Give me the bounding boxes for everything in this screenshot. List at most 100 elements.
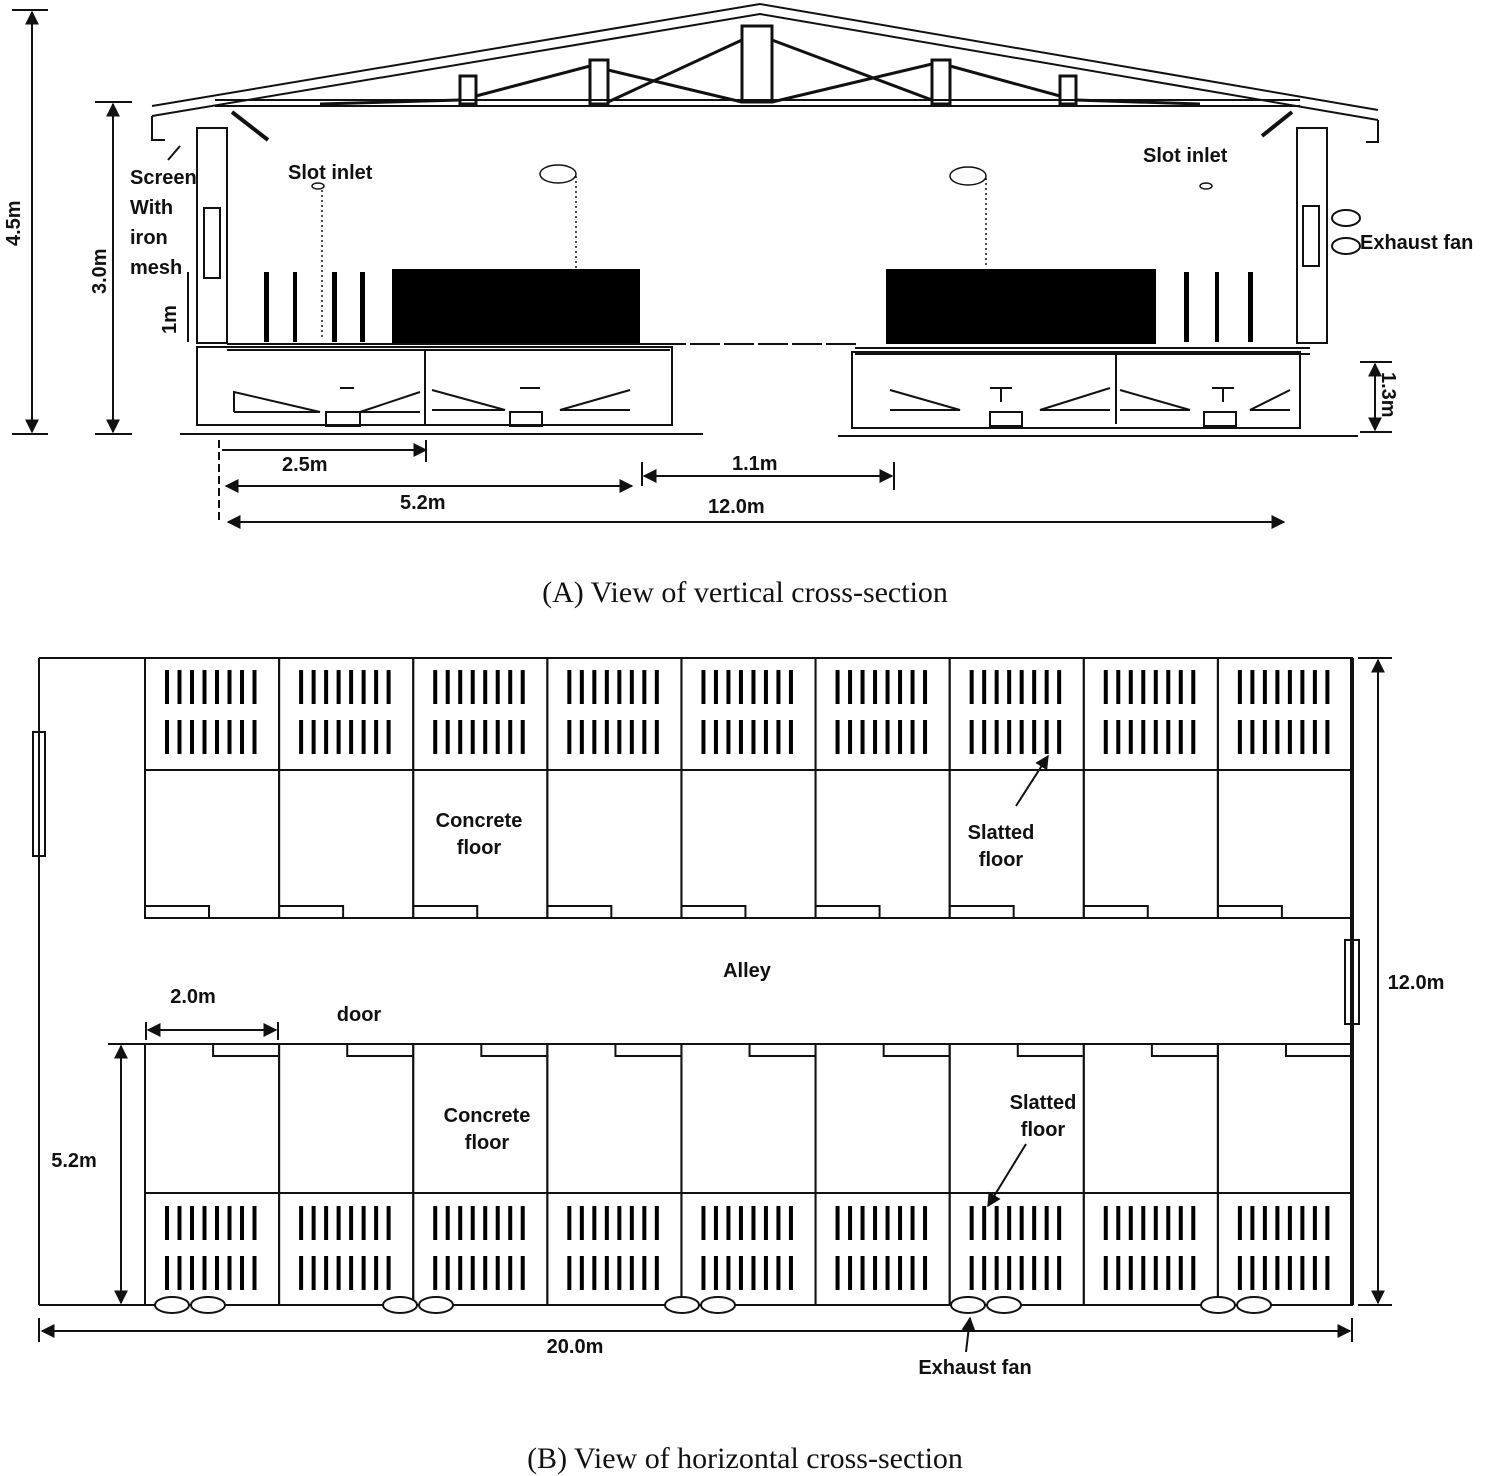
slat xyxy=(1262,670,1267,704)
floor-and-manure-pit xyxy=(180,343,1358,437)
slat xyxy=(1103,720,1108,754)
slat xyxy=(592,1206,597,1240)
slat xyxy=(470,1256,475,1290)
slat xyxy=(848,670,853,704)
slat xyxy=(190,1256,194,1290)
slat xyxy=(1141,720,1146,754)
exhaust-fan-symbol xyxy=(1331,209,1361,255)
slat xyxy=(1287,1256,1292,1290)
slat xyxy=(240,670,244,704)
concrete-floor-top-label-1: Concrete xyxy=(436,810,523,832)
slat xyxy=(873,1256,878,1290)
slat xyxy=(713,720,718,754)
slat xyxy=(738,1206,743,1240)
slat xyxy=(299,720,304,754)
slat xyxy=(1312,670,1317,704)
slat xyxy=(726,720,731,754)
building-outline xyxy=(32,657,1360,1306)
slat xyxy=(642,670,647,704)
slat xyxy=(1325,1206,1330,1240)
slat xyxy=(1178,1206,1183,1240)
slat xyxy=(713,670,718,704)
slat xyxy=(835,1256,840,1290)
slat xyxy=(567,720,572,754)
slat xyxy=(1057,670,1062,704)
slat xyxy=(361,670,366,704)
slat xyxy=(252,720,257,754)
slat xyxy=(642,720,647,754)
slat xyxy=(713,1256,718,1290)
slat xyxy=(240,1206,244,1240)
slat xyxy=(701,1206,706,1240)
pen-bottom xyxy=(546,1043,683,1306)
slat xyxy=(579,720,584,754)
slat xyxy=(982,1206,987,1240)
slat xyxy=(629,1206,634,1240)
pen-outline xyxy=(1216,1043,1354,1306)
slat xyxy=(361,1206,366,1240)
slat xyxy=(617,1206,622,1240)
slat xyxy=(776,670,781,704)
slot-inlet-right-label: Slot inlet xyxy=(1143,145,1228,167)
slat xyxy=(923,720,928,754)
slat xyxy=(1141,670,1146,704)
slat xyxy=(788,1256,793,1290)
slat xyxy=(776,1206,781,1240)
slat xyxy=(654,1256,659,1290)
slat xyxy=(311,1256,316,1290)
slat xyxy=(1325,720,1330,754)
slat xyxy=(1141,1256,1146,1290)
slat xyxy=(1019,1206,1024,1240)
slat xyxy=(1103,1256,1108,1290)
slat xyxy=(495,1206,500,1240)
slat xyxy=(788,670,793,704)
slat xyxy=(1128,720,1133,754)
slat xyxy=(885,1256,890,1290)
slat xyxy=(1275,720,1280,754)
slat xyxy=(520,1206,525,1240)
slat xyxy=(374,670,379,704)
door xyxy=(614,1044,682,1057)
exhaust-fans-row xyxy=(154,1296,1272,1314)
vertical-dimension-lines xyxy=(12,9,1392,529)
slat xyxy=(1275,1206,1280,1240)
slat xyxy=(835,1206,840,1240)
slat xyxy=(1019,720,1024,754)
slat xyxy=(592,670,597,704)
slat xyxy=(1019,670,1024,704)
slat xyxy=(1103,670,1108,704)
slat xyxy=(1178,720,1183,754)
slat xyxy=(433,720,438,754)
pen-bottom xyxy=(948,1043,1085,1306)
slat xyxy=(726,670,731,704)
slat xyxy=(873,720,878,754)
slat xyxy=(1312,1206,1317,1240)
slat xyxy=(1300,1206,1305,1240)
slat xyxy=(215,720,219,754)
door-label: door xyxy=(337,1004,382,1026)
door xyxy=(1150,1044,1218,1057)
slat xyxy=(1312,720,1317,754)
slat xyxy=(1250,670,1255,704)
door xyxy=(1217,905,1283,918)
slat xyxy=(386,1256,391,1290)
slat xyxy=(1300,670,1305,704)
slat xyxy=(374,1256,379,1290)
concrete-floor-top-label-2: floor xyxy=(457,837,502,859)
slat xyxy=(994,1206,999,1240)
slot-inlet-left-label: Slot inlet xyxy=(288,162,373,184)
slat xyxy=(508,1206,513,1240)
slat xyxy=(860,670,865,704)
slat xyxy=(1116,670,1121,704)
slat xyxy=(299,1206,304,1240)
slat xyxy=(1287,1206,1292,1240)
slat xyxy=(788,720,793,754)
pen-bottom xyxy=(680,1043,817,1306)
slat xyxy=(617,670,622,704)
slat xyxy=(1057,720,1062,754)
slat xyxy=(701,670,706,704)
horizontal-labels: Concrete floor Slatted floor Alley door … xyxy=(51,810,1444,1475)
door xyxy=(1083,905,1149,918)
slat xyxy=(1116,720,1121,754)
slat xyxy=(1166,1206,1171,1240)
